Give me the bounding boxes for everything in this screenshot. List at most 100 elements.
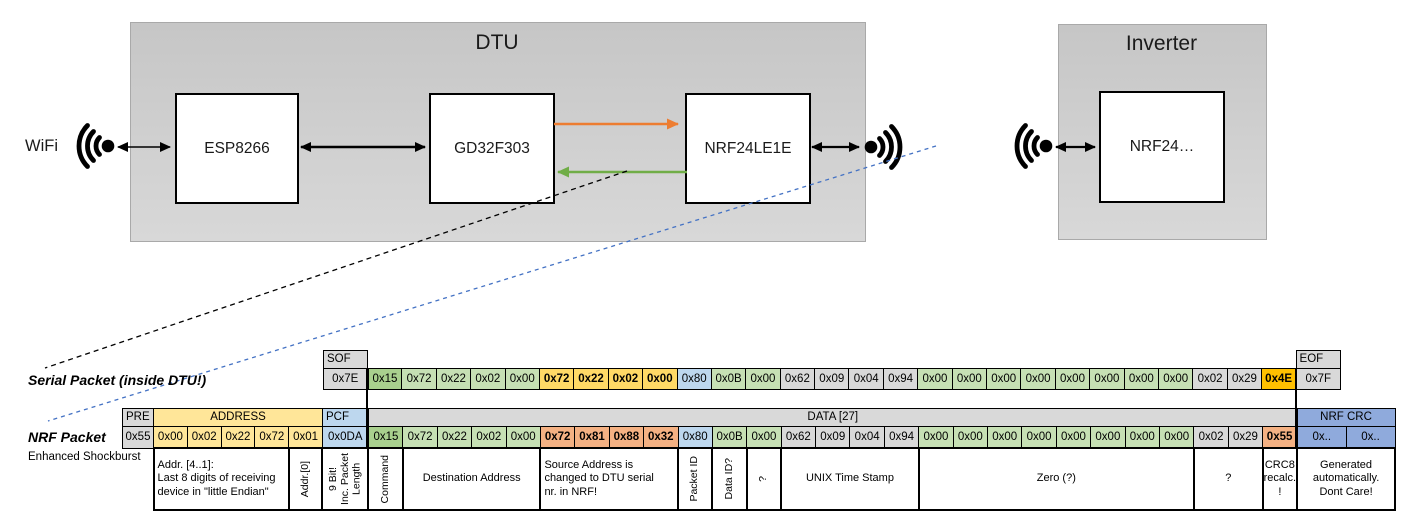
byte-cell: 0x00 xyxy=(1055,426,1092,449)
byte-cell: 0x0DA xyxy=(321,426,369,449)
byte-cell: 0x00 xyxy=(1157,368,1194,390)
byte-cell: 0x22 xyxy=(573,368,609,390)
byte-cell: 0x00 xyxy=(642,368,678,390)
byte-cell: 0x02 xyxy=(186,426,222,449)
byte-cell: 0x00 xyxy=(153,426,188,449)
component-nrf24le1e: NRF24LE1E xyxy=(685,93,811,204)
wifi-icon-inverter xyxy=(1014,123,1053,169)
annotation-cell: 9 Bit! Inc. Packet Length xyxy=(321,447,370,511)
byte-cell: 0x02 xyxy=(1192,368,1228,390)
byte-cell: 0x94 xyxy=(882,368,919,390)
annotation-cell: Source Address is changed to DTU serial … xyxy=(539,447,679,511)
nrf-packet-sublabel: Enhanced Shockburst xyxy=(28,451,141,463)
byte-cell: 0x32 xyxy=(643,426,679,449)
byte-cell: 0x00 xyxy=(1020,368,1056,390)
serial-header-row: SOF EOF xyxy=(323,350,1341,369)
annotation-cell: Destination Address xyxy=(401,447,542,511)
byte-cell: 0x22 xyxy=(435,368,472,390)
byte-cell: 0x15 xyxy=(366,368,403,390)
byte-cell: 0x72 xyxy=(539,426,576,449)
byte-cell: 0x29 xyxy=(1227,426,1264,449)
byte-cell: 0x00 xyxy=(1090,426,1126,449)
byte-cell: 0x29 xyxy=(1226,368,1263,390)
byte-cell: 0x04 xyxy=(849,426,885,449)
byte-cell: 0x72 xyxy=(538,368,575,390)
annotation-cell: Generated automatically. Dont Care! xyxy=(1296,447,1397,511)
byte-cell: 0x02 xyxy=(470,368,506,390)
nrf-annotation-row: Addr. [4..1]: Last 8 digits of receiving… xyxy=(123,447,1397,511)
byte-cell: 0x00 xyxy=(504,368,540,390)
byte-cell: 0x02 xyxy=(607,368,644,390)
byte-cell: 0x00 xyxy=(917,368,953,390)
byte-cell: 0x00 xyxy=(505,426,541,449)
dtu-title: DTU xyxy=(475,31,519,54)
byte-cell: 0x00 xyxy=(1054,368,1091,390)
annotation-cell: ? xyxy=(1192,447,1264,511)
byte-cell: 0x72 xyxy=(254,426,290,449)
byte-cell: 0x80 xyxy=(677,426,713,449)
byte-cell: 0x02 xyxy=(1193,426,1229,449)
byte-cell: 0x00 xyxy=(987,426,1023,449)
byte-cell: 0x15 xyxy=(367,426,404,449)
byte-cell: 0x80 xyxy=(676,368,712,390)
section-header-cell: DATA [27] xyxy=(367,408,1298,427)
annotation-cell: Zero (?) xyxy=(917,447,1195,511)
component-inverter-nrf24: NRF24… xyxy=(1099,91,1225,203)
byte-cell: 0x00 xyxy=(918,426,954,449)
serial-packet-label: Serial Packet (inside DTU!) xyxy=(28,372,207,388)
section-header-cell: ADDRESS xyxy=(153,408,323,427)
byte-cell: 0x00 xyxy=(1158,426,1195,449)
byte-cell: 0x22 xyxy=(220,426,256,449)
byte-cell: 0x.. xyxy=(1296,426,1347,449)
wifi-label: WiFi xyxy=(25,137,58,155)
byte-cell: 0x00 xyxy=(746,426,782,449)
annotation-cell: ? xyxy=(745,447,783,511)
byte-cell: 0x55 xyxy=(122,426,154,449)
byte-cell: 0x00 xyxy=(952,426,989,449)
byte-cell: 0x72 xyxy=(401,368,437,390)
byte-cell: 0x62 xyxy=(780,426,817,449)
byte-cell: 0x0B xyxy=(711,426,748,449)
byte-cell: 0x.. xyxy=(1345,426,1396,449)
byte-cell: 0x88 xyxy=(608,426,645,449)
byte-cell: 0x4E xyxy=(1261,368,1298,390)
section-header-cell: PCF xyxy=(321,408,369,427)
byte-cell: 0x94 xyxy=(883,426,920,449)
eof-byte-cell: 0x7F xyxy=(1295,368,1341,390)
byte-cell: 0x04 xyxy=(848,368,884,390)
inverter-title: Inverter xyxy=(1125,32,1198,55)
byte-cell: 0x09 xyxy=(814,368,850,390)
sof-header-cell: SOF xyxy=(323,350,368,369)
data-block-connector-right xyxy=(1295,369,1297,447)
section-header-cell: NRF CRC xyxy=(1296,408,1396,427)
byte-cell: 0x00 xyxy=(745,368,781,390)
annotation-cell: UNIX Time Stamp xyxy=(780,447,920,511)
wifi-icon-nrf xyxy=(864,124,903,170)
byte-cell: 0x72 xyxy=(402,426,438,449)
annotation-cell: Addr.[0] xyxy=(287,447,324,511)
byte-cell: 0x62 xyxy=(779,368,816,390)
byte-cell: 0x00 xyxy=(986,368,1022,390)
byte-cell: 0x00 xyxy=(1021,426,1057,449)
wifi-icon-dtu xyxy=(76,123,115,169)
annotation-cell: Addr. [4..1]: Last 8 digits of receiving… xyxy=(152,447,290,511)
sof-byte-cell: 0x7E xyxy=(323,368,368,390)
annotation-cell: Command xyxy=(367,447,404,511)
annotation-cell: CRC8 recalc. ! xyxy=(1261,447,1299,511)
annotation-cell: Data ID? xyxy=(711,447,748,511)
byte-cell: 0x81 xyxy=(574,426,610,449)
byte-cell: 0x55 xyxy=(1262,426,1299,449)
byte-cell: 0x00 xyxy=(951,368,988,390)
annotation-spacer xyxy=(123,448,154,510)
byte-cell: 0x02 xyxy=(471,426,507,449)
byte-cell: 0x01 xyxy=(288,426,323,449)
component-esp8266: ESP8266 xyxy=(175,93,299,204)
component-gd32f303: GD32F303 xyxy=(429,93,555,204)
nrf-packet-label: NRF Packet xyxy=(28,429,106,445)
byte-cell: 0x00 xyxy=(1124,426,1160,449)
data-block-connector-left xyxy=(366,369,368,447)
byte-cell: 0x22 xyxy=(436,426,473,449)
